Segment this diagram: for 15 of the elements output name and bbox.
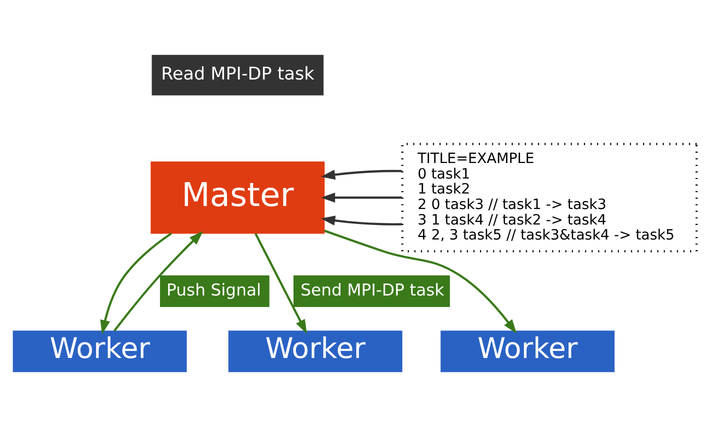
node-box: Read MPI-DP task bbox=[151, 54, 324, 96]
node-box: TITLE=EXAMPLE 0 task1 1 task2 2 0 task3 // task1 -> task3 3 1 task4 // task2 -> task4 4 2, 3 task5 // task3&task4 -> task5 bbox=[400, 142, 698, 252]
node-box: Worker bbox=[12, 330, 186, 372]
arrow bbox=[112, 231, 203, 332]
arrow bbox=[320, 216, 402, 226]
arrow bbox=[320, 192, 402, 203]
arrow bbox=[100, 232, 172, 334]
node-box: Master bbox=[150, 162, 324, 234]
arrow bbox=[320, 170, 402, 180]
arrow bbox=[324, 230, 516, 334]
edge-label: Push Signal bbox=[166, 280, 261, 300]
node-box: Worker bbox=[228, 330, 402, 372]
arrow bbox=[254, 233, 306, 334]
edge-label: Send MPI-DP task bbox=[300, 280, 444, 300]
node-box: Worker bbox=[440, 330, 614, 372]
